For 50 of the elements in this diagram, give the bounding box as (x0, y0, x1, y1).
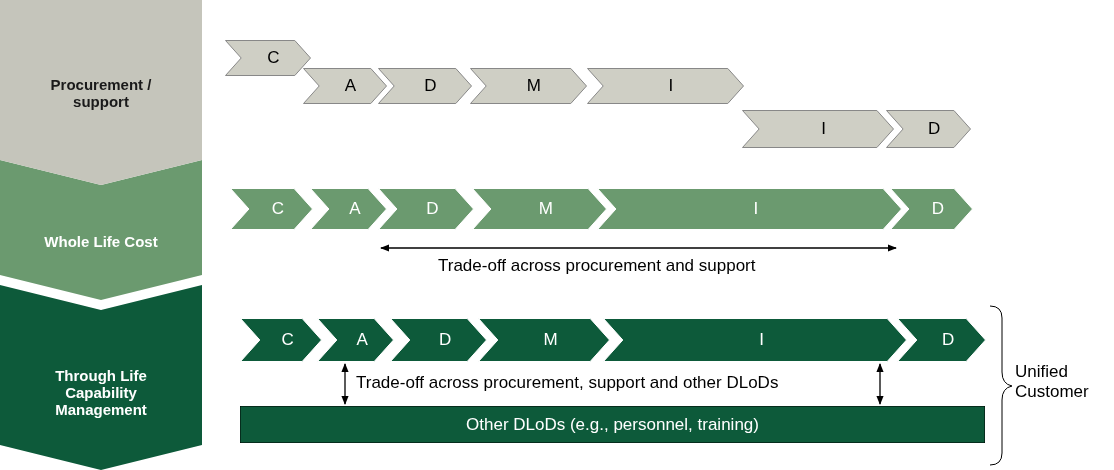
step-label: M (525, 76, 542, 96)
chevron-step (230, 188, 313, 230)
step-label: C (270, 199, 285, 219)
chevron-step (886, 110, 971, 148)
chevron-step (225, 40, 311, 76)
double-arrow (341, 363, 349, 405)
bar-label: Other DLoDs (e.g., personnel, training) (465, 414, 760, 435)
step-label: I (820, 119, 828, 139)
dlod-bar (240, 406, 985, 443)
step-label: A (343, 76, 358, 96)
stage-band (0, 0, 202, 185)
chevron-step (310, 188, 387, 230)
stage-title: Whole Life Cost (43, 232, 159, 250)
step-label: D (425, 199, 440, 219)
chevron-step (478, 318, 610, 362)
step-label: I (758, 330, 765, 350)
step-label: A (355, 330, 369, 350)
chevron-step (587, 68, 744, 104)
chevron-step (742, 110, 894, 148)
step-label: C (266, 48, 281, 68)
chevron-step (378, 68, 472, 104)
double-arrow (380, 244, 897, 252)
chevron-step (378, 188, 474, 230)
group-label: Unified Customer (1015, 362, 1090, 402)
chevron-step (240, 318, 322, 362)
step-label: C (280, 330, 295, 350)
step-label: M (542, 330, 559, 350)
chevron-step (472, 188, 607, 230)
chevron-step (317, 318, 394, 362)
stage-title: Through Life Capability Management (54, 366, 148, 418)
step-label: D (940, 330, 956, 350)
chevron-step (470, 68, 587, 104)
step-label: D (927, 119, 942, 139)
chevron-step (303, 68, 387, 104)
step-label: D (423, 76, 438, 96)
step-label: M (537, 199, 554, 219)
step-label: D (930, 199, 945, 219)
stage-band (0, 285, 202, 470)
step-label: I (667, 76, 675, 96)
tradeoff-label: Trade-off across procurement, support and other DLoDs (356, 373, 779, 393)
step-label: D (437, 330, 453, 350)
step-label: A (348, 199, 362, 219)
double-arrow (876, 363, 884, 405)
chevron-step (390, 318, 487, 362)
stage-title: Procurement / support (49, 75, 153, 110)
chevron-step (897, 318, 986, 362)
edge-label: Trade-off across procurement and support (438, 256, 756, 276)
stage-band (0, 160, 202, 300)
step-label: I (752, 199, 760, 219)
chevron-step (890, 188, 973, 230)
